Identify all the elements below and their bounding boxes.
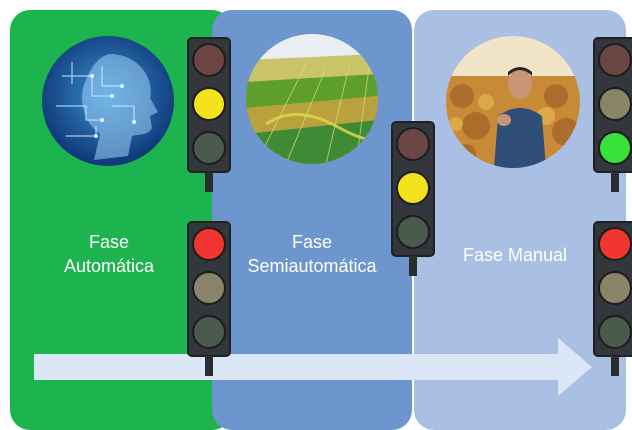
traffic-light-semiautomatic-green-lamp xyxy=(396,215,430,249)
phase-semiautomatic-label-line2: Semiautomática xyxy=(247,256,377,276)
traffic-light-automatic-top-red-lamp xyxy=(192,43,226,77)
traffic-light-automatic-bottom-yellow-lamp xyxy=(192,271,226,305)
traffic-light-manual-top-green-lamp xyxy=(598,131,632,165)
traffic-light-automatic-top-yellow-lamp xyxy=(192,87,226,121)
traffic-light-automatic-bottom-red-lamp xyxy=(192,227,226,261)
satellite-field-image xyxy=(246,34,378,164)
traffic-light-automatic-bottom-icon xyxy=(187,221,231,376)
phase-manual-label: Fase Manual xyxy=(440,243,590,267)
traffic-light-manual-bottom-green-lamp xyxy=(598,315,632,349)
traffic-light-manual-bottom-yellow-lamp xyxy=(598,271,632,305)
traffic-light-manual-top-red-lamp xyxy=(598,43,632,77)
traffic-light-automatic-top-icon xyxy=(187,37,231,192)
phase-automatic-label-line1: Fase xyxy=(88,232,130,252)
phase-automatic-label-line2: Automática xyxy=(63,256,155,276)
traffic-light-manual-bottom-icon xyxy=(593,221,632,376)
phase-semiautomatic-label: Fase Semiautomática xyxy=(222,230,402,278)
traffic-light-manual-bottom-red-lamp xyxy=(598,227,632,261)
progress-arrow-icon xyxy=(34,338,592,396)
traffic-light-automatic-bottom-green-lamp xyxy=(192,315,226,349)
ai-head-circuit-image xyxy=(42,36,174,166)
phase-semiautomatic-label-line1: Fase xyxy=(291,232,333,252)
phase-manual-label-line1: Fase Manual xyxy=(462,245,568,265)
traffic-light-semiautomatic-yellow-lamp xyxy=(396,171,430,205)
farmer-vineyard-image xyxy=(446,36,580,168)
traffic-light-automatic-top-green-lamp xyxy=(192,131,226,165)
traffic-light-semiautomatic-icon xyxy=(391,121,435,276)
traffic-light-manual-top-icon xyxy=(593,37,632,192)
traffic-light-manual-top-yellow-lamp xyxy=(598,87,632,121)
traffic-light-semiautomatic-red-lamp xyxy=(396,127,430,161)
phase-automatic-label: Fase Automática xyxy=(34,230,184,278)
